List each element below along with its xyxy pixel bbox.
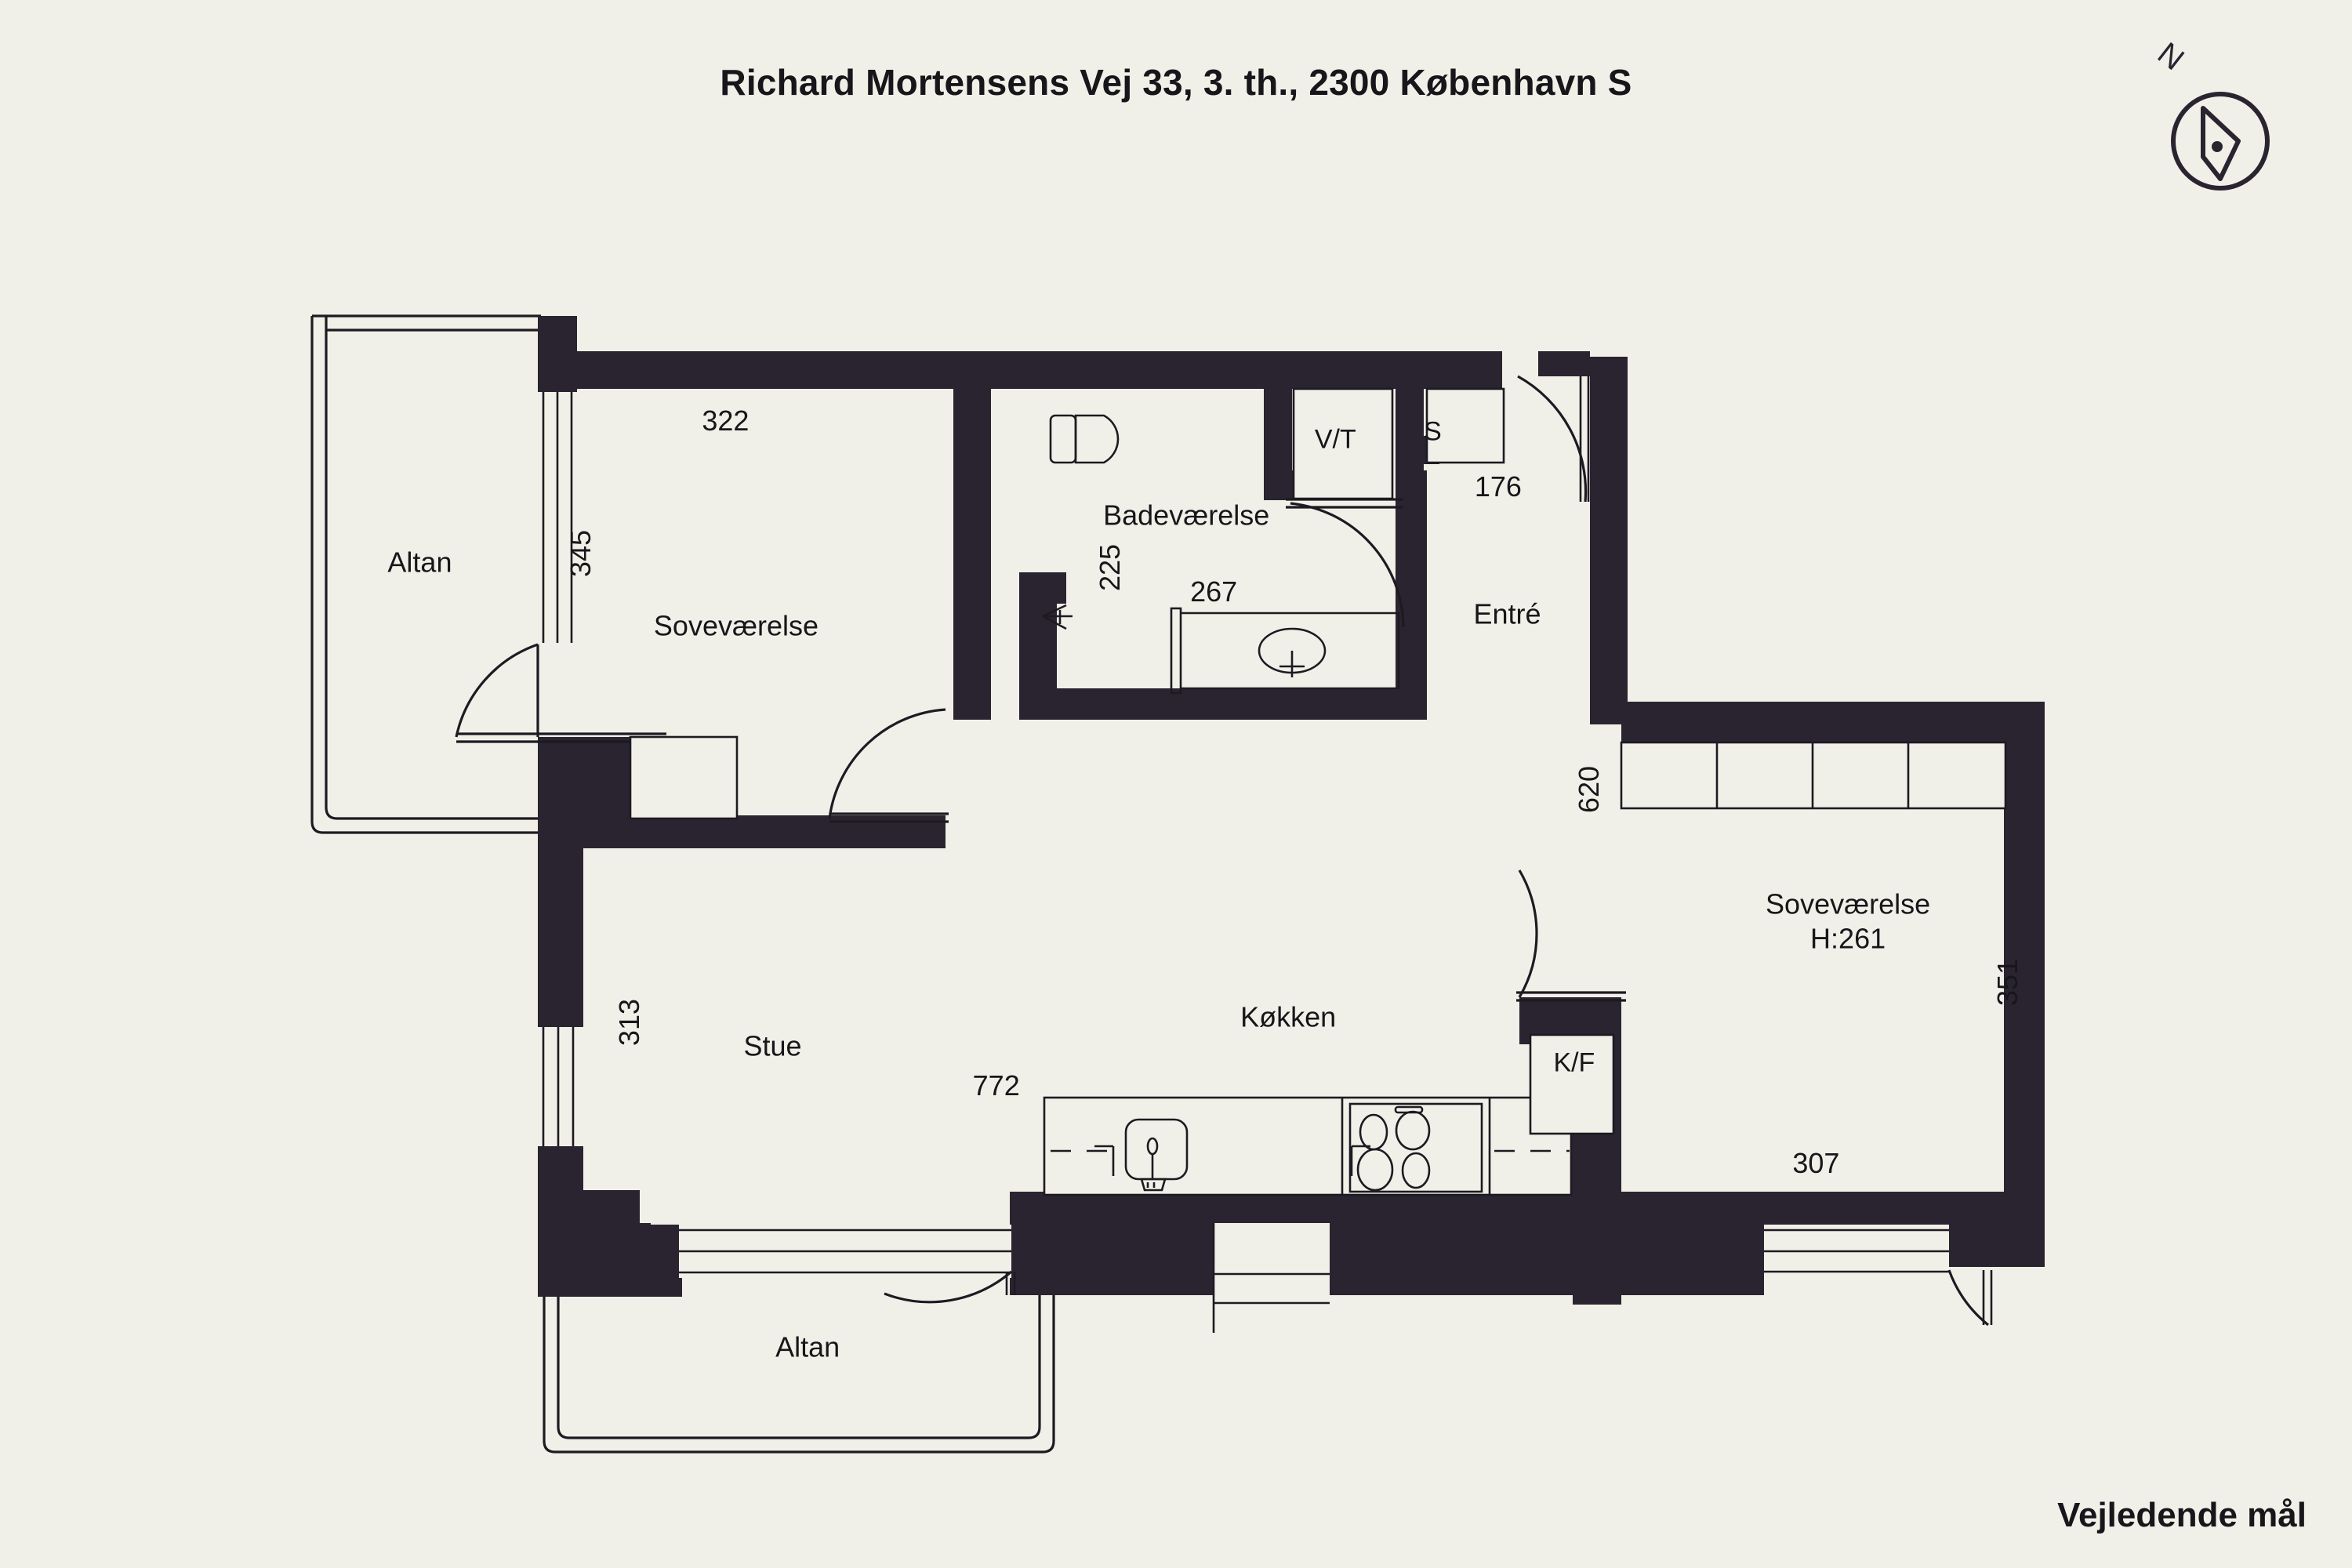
- compass-rose-icon: [2171, 92, 2270, 191]
- fixture-label-vt: V/T: [1314, 424, 1356, 455]
- dimension-176: 176: [1474, 470, 1522, 503]
- dimension-225: 225: [1094, 543, 1127, 591]
- fixture-label-kf: K/F: [1553, 1047, 1595, 1078]
- page-title: Richard Mortensens Vej 33, 3. th., 2300 …: [720, 62, 1632, 103]
- sink-vanity-icon: [1170, 607, 1400, 695]
- fixture-label-s: S: [1424, 416, 1442, 447]
- window-icon-group: [538, 392, 1949, 1348]
- dimension-322: 322: [702, 405, 750, 437]
- room-label-sovevaerelse-2: Soveværelse H:261: [1766, 887, 1930, 956]
- bedroom1-niche: [629, 735, 739, 820]
- room-height-sovevaerelse-2: H:261: [1810, 922, 1886, 955]
- stove-icon: [1348, 1102, 1483, 1193]
- toilet-icon: [1049, 414, 1120, 464]
- kitchen-counter: [1043, 1096, 1573, 1196]
- dimension-345: 345: [564, 530, 597, 578]
- room-label-altan-top: Altan: [387, 546, 452, 579]
- shower-drain-icon: [1042, 604, 1073, 630]
- room-label-sovevaerelse-1: Soveværelse: [653, 609, 818, 642]
- room-label-entre: Entré: [1473, 597, 1541, 630]
- dimension-307: 307: [1792, 1147, 1840, 1180]
- balcony-railing-icon-top: [310, 314, 541, 834]
- kf-appliance-box: [1529, 1033, 1615, 1135]
- door-swing-icon-group: [455, 375, 1993, 1327]
- room-label-stue: Stue: [743, 1029, 802, 1062]
- dimension-351: 351: [1991, 959, 2024, 1007]
- dimension-267: 267: [1190, 575, 1238, 608]
- compass-rose: N: [2151, 36, 2321, 204]
- dimension-620: 620: [1573, 765, 1606, 813]
- wardrobe-icon: [1620, 741, 2007, 810]
- dimension-313: 313: [613, 998, 646, 1046]
- s-closet-box: [1425, 387, 1505, 464]
- footer-note: Vejledende mål: [2057, 1496, 2307, 1534]
- kitchen-sink-icon: [1124, 1118, 1189, 1192]
- vt-closet-box: [1292, 387, 1394, 500]
- balcony-railing-icon-bottom: [543, 1272, 1055, 1454]
- room-label-altan-bottom: Altan: [775, 1330, 840, 1363]
- room-label-koekken: Køkken: [1240, 1000, 1337, 1033]
- dimension-772: 772: [972, 1069, 1020, 1102]
- room-label-badevaerelse: Badeværelse: [1103, 499, 1270, 532]
